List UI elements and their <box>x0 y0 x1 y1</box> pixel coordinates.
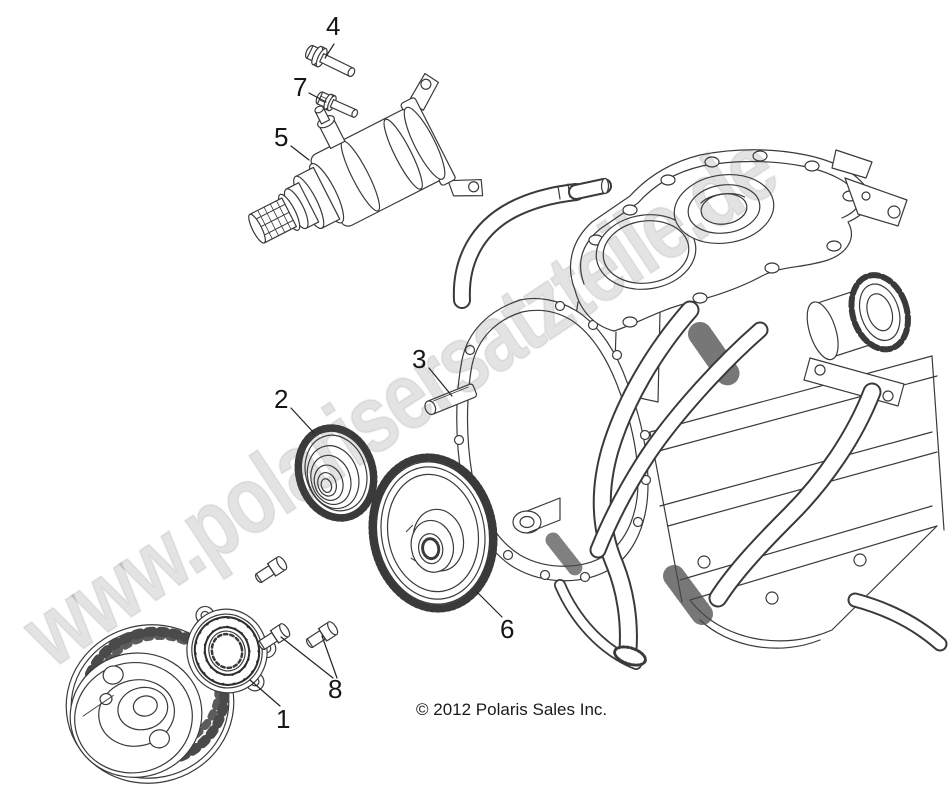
callout-7: 7 <box>293 72 308 102</box>
coolant-hoses <box>452 177 948 670</box>
callout-5: 5 <box>274 122 289 152</box>
callout-1: 1 <box>276 704 291 734</box>
flywheel-ring-gear <box>368 453 498 613</box>
leader-8b <box>321 635 338 679</box>
leader-5 <box>290 145 310 161</box>
engine-assembly <box>452 149 948 670</box>
bolt-4 <box>305 44 356 78</box>
callout-3: 3 <box>412 344 427 374</box>
callout-6: 6 <box>500 614 515 644</box>
starter-motor <box>248 72 484 244</box>
copyright-text: © 2012 Polaris Sales Inc. <box>416 700 608 719</box>
starter-idler-gear <box>294 424 378 522</box>
callout-2: 2 <box>274 384 289 414</box>
leader-4 <box>324 43 335 59</box>
leader-7 <box>308 92 327 103</box>
bolt-small-upper <box>254 556 288 584</box>
leader-2 <box>290 407 315 434</box>
bolt-7 <box>315 91 359 118</box>
bolt-8b <box>305 621 339 649</box>
leader-6 <box>476 591 503 618</box>
bolt-8a <box>257 623 291 651</box>
leader-1 <box>249 679 281 707</box>
leader-8a <box>280 636 334 679</box>
callout-4: 4 <box>326 11 341 41</box>
leader-3 <box>428 367 453 397</box>
leader-lines <box>249 43 503 707</box>
callout-8: 8 <box>328 674 343 704</box>
